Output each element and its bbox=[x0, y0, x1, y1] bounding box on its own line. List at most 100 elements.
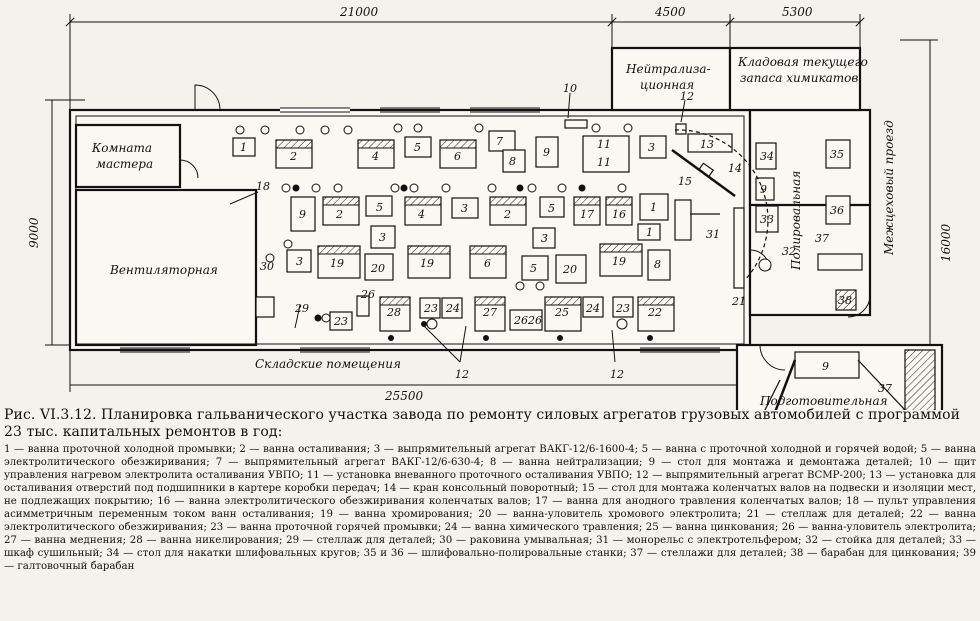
equip-34 bbox=[755, 142, 777, 170]
dim-top-total: 21000 bbox=[339, 5, 379, 19]
room-storage-line1: Кладовая текущего bbox=[737, 55, 868, 69]
room-polishing: Полировальная bbox=[789, 171, 803, 271]
num-26a: 26 bbox=[360, 288, 375, 301]
equip-9-mid bbox=[290, 196, 316, 232]
dim-top-right: 5300 bbox=[782, 5, 813, 19]
equip-9-prep bbox=[794, 351, 860, 379]
num-4b: 4 bbox=[417, 208, 425, 221]
equip-12-top bbox=[675, 123, 687, 135]
num-10: 10 bbox=[563, 82, 577, 95]
equip-3-mid3 bbox=[532, 227, 556, 249]
num-23b: 23 bbox=[423, 302, 438, 315]
num-36: 36 bbox=[830, 204, 844, 217]
equip-21 bbox=[733, 207, 745, 289]
num-12c: 12 bbox=[610, 368, 624, 381]
equip-5-top bbox=[404, 136, 432, 158]
num-1b: 1 bbox=[650, 201, 657, 214]
equip-37-prep bbox=[904, 349, 936, 410]
floor-plan: 21000 4500 5300 9000 16000 25500 bbox=[27, 5, 953, 410]
equip-36 bbox=[825, 195, 851, 225]
num-13: 13 bbox=[700, 138, 714, 151]
num-9d: 9 bbox=[822, 360, 829, 373]
num-37b: 37 bbox=[878, 382, 892, 395]
num-6b: 6 bbox=[484, 257, 491, 270]
num-27: 27 bbox=[482, 306, 497, 319]
room-storage-line2: запаса химикатов bbox=[740, 71, 858, 85]
num-31: 31 bbox=[706, 228, 720, 241]
room-warehouse: Складские помещения bbox=[255, 357, 401, 371]
equip-26 bbox=[509, 309, 543, 331]
equip-23-a bbox=[329, 311, 353, 331]
num-2c: 2 bbox=[503, 208, 511, 221]
num-17: 17 bbox=[580, 208, 594, 221]
num-26b: 26 bbox=[513, 314, 528, 327]
num-7: 7 bbox=[496, 135, 503, 148]
num-5c: 5 bbox=[548, 202, 555, 215]
dim-left-height: 9000 bbox=[27, 217, 41, 248]
room-neutralisation-line1: Нейтрализа- bbox=[625, 62, 711, 76]
num-21: 21 bbox=[731, 295, 746, 308]
equip-9-top bbox=[535, 136, 559, 168]
equip-11 bbox=[582, 135, 630, 173]
room-master-line2: мастера bbox=[96, 157, 153, 171]
num-38: 38 bbox=[838, 294, 852, 307]
equip-13 bbox=[687, 133, 733, 153]
equip-7 bbox=[488, 130, 516, 152]
num-18: 18 bbox=[256, 180, 270, 193]
room-ventilation: Вентиляторная bbox=[109, 263, 218, 277]
circle-symbols bbox=[235, 123, 772, 330]
num-15: 15 bbox=[678, 175, 692, 188]
equip-3-mid bbox=[370, 225, 396, 249]
num-16: 16 bbox=[612, 208, 626, 221]
equip-23-b bbox=[419, 297, 441, 319]
dim-bottom-total: 25500 bbox=[384, 389, 424, 403]
figure-caption: Рис. VI.3.12. Планировка гальванического… bbox=[4, 407, 976, 573]
equip-1-mid bbox=[639, 193, 669, 221]
windows bbox=[120, 107, 720, 353]
equip-10 bbox=[564, 119, 588, 129]
equip-5-mid bbox=[365, 195, 393, 217]
num-3d: 3 bbox=[541, 232, 548, 245]
num-9c: 9 bbox=[760, 183, 767, 196]
num-25: 25 bbox=[554, 306, 569, 319]
num-33: 33 bbox=[760, 213, 774, 226]
room-neutralisation-line2: ционная bbox=[640, 78, 694, 92]
num-28: 28 bbox=[386, 306, 401, 319]
equip-15 bbox=[674, 199, 692, 241]
num-30: 30 bbox=[260, 260, 274, 273]
num-23a: 23 bbox=[333, 315, 348, 328]
num-34: 34 bbox=[760, 150, 774, 163]
num-2b: 2 bbox=[335, 208, 343, 221]
num-24a: 24 bbox=[445, 302, 460, 315]
leader-lines bbox=[229, 92, 686, 363]
num-5a: 5 bbox=[414, 141, 421, 154]
num-2a: 2 bbox=[289, 150, 297, 163]
num-8: 8 bbox=[509, 155, 516, 168]
equip-1-top bbox=[232, 137, 256, 157]
equip-8-low bbox=[647, 249, 671, 281]
num-4a: 4 bbox=[371, 150, 379, 163]
num-23c: 23 bbox=[615, 302, 630, 315]
num-11a: 11 bbox=[597, 138, 611, 151]
num-12b: 12 bbox=[455, 368, 469, 381]
num-19b: 19 bbox=[420, 257, 434, 270]
dim-right-height: 16000 bbox=[939, 223, 953, 262]
room-driveway: Межцеховый проезд bbox=[882, 120, 896, 256]
equip-35 bbox=[825, 139, 851, 169]
num-9a: 9 bbox=[543, 146, 550, 159]
room-master-line1: Комната bbox=[91, 141, 152, 155]
num-12a: 12 bbox=[680, 90, 694, 103]
num-29: 29 bbox=[294, 302, 309, 315]
crane-monorail bbox=[671, 129, 906, 410]
equip-24-a bbox=[441, 297, 463, 319]
num-3e: 3 bbox=[296, 255, 303, 268]
equip-37-right bbox=[817, 253, 863, 271]
num-1c: 1 bbox=[646, 226, 653, 239]
num-6a: 6 bbox=[454, 150, 461, 163]
equip-1-mid2 bbox=[637, 223, 661, 241]
num-24b: 24 bbox=[585, 302, 600, 315]
room-preparatory: Подготовительная bbox=[759, 394, 888, 408]
equip-20-b bbox=[555, 254, 587, 284]
num-3a: 3 bbox=[648, 141, 655, 154]
caption-title: Рис. VI.3.12. Планировка гальванического… bbox=[4, 407, 961, 440]
